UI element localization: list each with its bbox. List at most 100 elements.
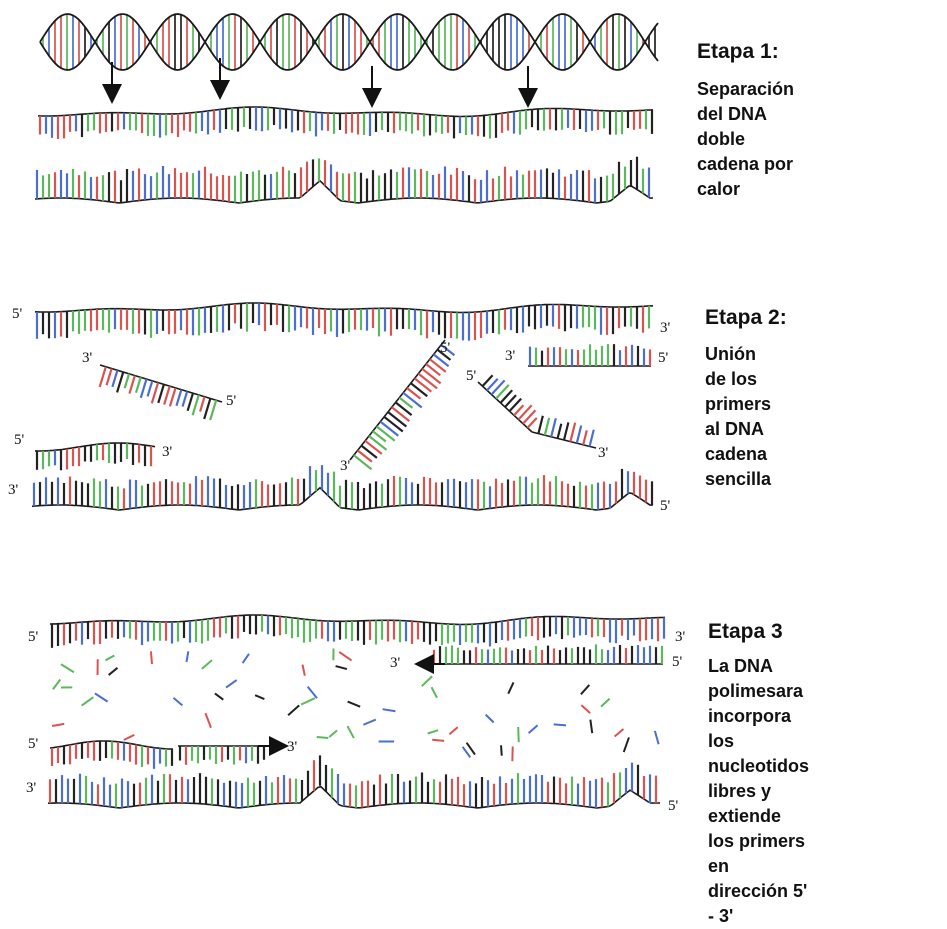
double-helix <box>40 14 658 70</box>
stage-2-primer-diagonal <box>350 340 454 469</box>
stage-3-template-top <box>50 615 665 648</box>
stage-3-label-5prime-top: 5' <box>28 629 39 645</box>
base-pair <box>129 376 134 394</box>
stage-1-line-2: doble cadena por <box>697 127 794 177</box>
base-pair <box>125 374 129 388</box>
free-nucleotides <box>52 648 659 761</box>
stage-2-line-3: sencilla <box>705 467 771 492</box>
free-nucleotide <box>105 655 114 660</box>
stage-1-line-1: Separación del DNA <box>697 77 794 127</box>
free-nucleotide <box>348 702 361 707</box>
stage-2-label-5prime-left-primer: 5' <box>226 393 237 409</box>
base-pair <box>100 367 106 387</box>
free-nucleotide <box>215 693 223 699</box>
stage-2-primer-curved-a <box>478 375 537 432</box>
stage-3-label-3prime-top: 3' <box>675 629 686 645</box>
stage-3-label-5prime-top-primer: 5' <box>672 654 683 670</box>
free-nucleotide <box>501 745 502 755</box>
stage-2-primer-bottom-backbone <box>35 443 155 451</box>
stage-2-line-1: Unión de los primers <box>705 342 771 417</box>
free-nucleotide <box>53 679 60 689</box>
stage-2-label-5prime-top: 5' <box>12 306 23 322</box>
free-nucleotide <box>508 682 513 693</box>
free-nucleotide <box>302 665 304 676</box>
base-pair <box>183 391 188 406</box>
stage-3-label-3prime-bottom-primer: 3' <box>287 739 298 755</box>
free-nucleotide <box>432 740 444 741</box>
stage-2-primer-curved-b <box>532 416 596 448</box>
base-pair <box>152 383 158 404</box>
base-pair <box>577 426 581 444</box>
stage-2-label-3prime-curved: 3' <box>598 445 609 461</box>
base-pair <box>392 407 410 421</box>
stage-2-primer-bottom <box>35 443 155 470</box>
stage-3-line-2: incorpora los <box>708 704 809 754</box>
stage-2-label-3prime-top: 3' <box>660 320 671 336</box>
base-pair <box>422 369 440 384</box>
free-nucleotide <box>383 709 396 711</box>
base-pair <box>538 416 542 434</box>
base-pair <box>384 417 403 432</box>
stage-2-graphics: 5'3'3'5'3'5'3'5'5'3'5'3'3'5' <box>8 303 671 514</box>
free-nucleotide <box>226 680 237 688</box>
base-pair <box>117 372 123 392</box>
free-nucleotide <box>581 705 590 713</box>
stage-3-title: Etapa 3 <box>708 620 783 644</box>
base-pair <box>369 436 386 450</box>
base-pair <box>193 395 199 415</box>
free-nucleotide <box>95 693 108 701</box>
base-pair <box>415 378 432 391</box>
stage-2-primer-left <box>100 365 222 420</box>
free-nucleotide <box>339 652 351 661</box>
free-nucleotide <box>173 698 182 705</box>
stage-2-label-3prime-diagonal: 3' <box>340 458 351 474</box>
base-pair <box>136 377 141 392</box>
base-pair <box>170 388 176 406</box>
base-pair <box>148 381 153 397</box>
base-pair <box>380 422 398 436</box>
base-pair <box>558 424 562 439</box>
free-nucleotide <box>432 687 437 698</box>
free-nucleotide <box>255 695 264 699</box>
stage-1-description: Separación del DNA doble cadena por calo… <box>697 77 794 202</box>
base-pair <box>377 426 395 440</box>
stage-3-template-bottom <box>48 755 660 808</box>
stage-2-label-5prime-bottom-primer: 5' <box>14 432 25 448</box>
base-pair <box>388 412 406 426</box>
free-nucleotide <box>590 720 592 733</box>
stage-2-label-5prime-bottom: 5' <box>660 498 671 514</box>
free-nucleotide <box>301 698 315 704</box>
stage-1-line-3: calor <box>697 177 794 202</box>
stage-3-label-5prime-bottom-primer: 5' <box>28 736 39 752</box>
base-pair <box>583 430 587 444</box>
free-nucleotide <box>336 666 347 669</box>
stage-3-line-1: La DNA polimesara <box>708 654 809 704</box>
stage-3-primer-top <box>432 644 663 664</box>
free-nucleotide <box>288 705 299 715</box>
free-nucleotide <box>422 676 432 686</box>
base-pair <box>112 370 117 387</box>
base-pair <box>545 418 549 435</box>
free-nucleotide <box>317 737 329 738</box>
base-pair <box>200 397 204 412</box>
base-pair <box>551 418 556 436</box>
stage-3-line-5: en dirección 5' - 3' <box>708 854 809 929</box>
base-pair <box>210 400 216 420</box>
stage-2-title: Etapa 2: <box>705 306 787 330</box>
base-pair <box>418 374 437 389</box>
stage-3-description: La DNA polimesara incorpora los nucleoti… <box>708 654 809 929</box>
stage-2-label-3prime-right-primer: 3' <box>505 348 516 364</box>
base-pair <box>590 430 594 447</box>
free-nucleotide <box>463 747 471 758</box>
free-nucleotide <box>449 727 457 734</box>
stage-2-label-3prime-bottom-primer: 3' <box>162 444 173 460</box>
stage-3-label-3prime-top-primer: 3' <box>390 655 401 671</box>
free-nucleotide <box>151 651 152 664</box>
base-pair <box>354 455 372 469</box>
stage-2-label-5prime-right-primer: 5' <box>658 350 669 366</box>
free-nucleotide <box>615 729 624 736</box>
base-pair <box>570 423 575 442</box>
stage-3-graphics: 5'3'5'3'5'3'3'5' <box>26 615 686 814</box>
free-nucleotide <box>61 664 74 672</box>
stage-2-label-5prime-curved: 5' <box>466 368 477 384</box>
